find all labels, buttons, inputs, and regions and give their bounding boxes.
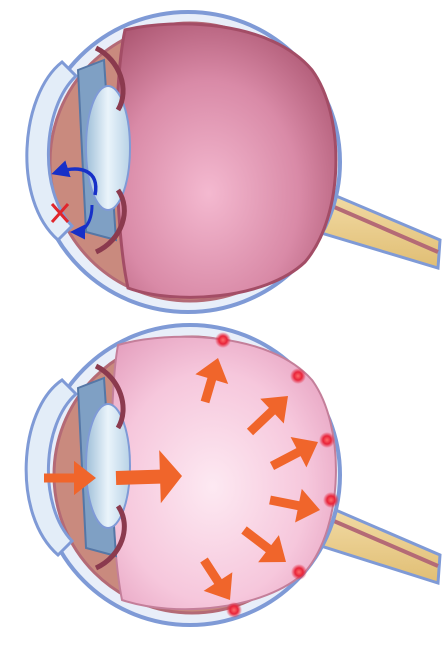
pressure-hotspot-4 <box>323 492 339 508</box>
pressure-hotspot-6 <box>226 602 242 618</box>
pressure-hotspot-1 <box>215 332 231 348</box>
top-vitreous-body <box>117 24 336 297</box>
pressure-hotspot-3 <box>319 432 335 448</box>
pressure-hotspot-2 <box>290 368 306 384</box>
pressure-hotspot-5 <box>291 564 307 580</box>
top-lens <box>86 86 130 210</box>
bottom-eye-cross-section <box>26 325 440 625</box>
bottom-lens <box>86 404 130 528</box>
top-eye-cross-section <box>27 12 440 312</box>
